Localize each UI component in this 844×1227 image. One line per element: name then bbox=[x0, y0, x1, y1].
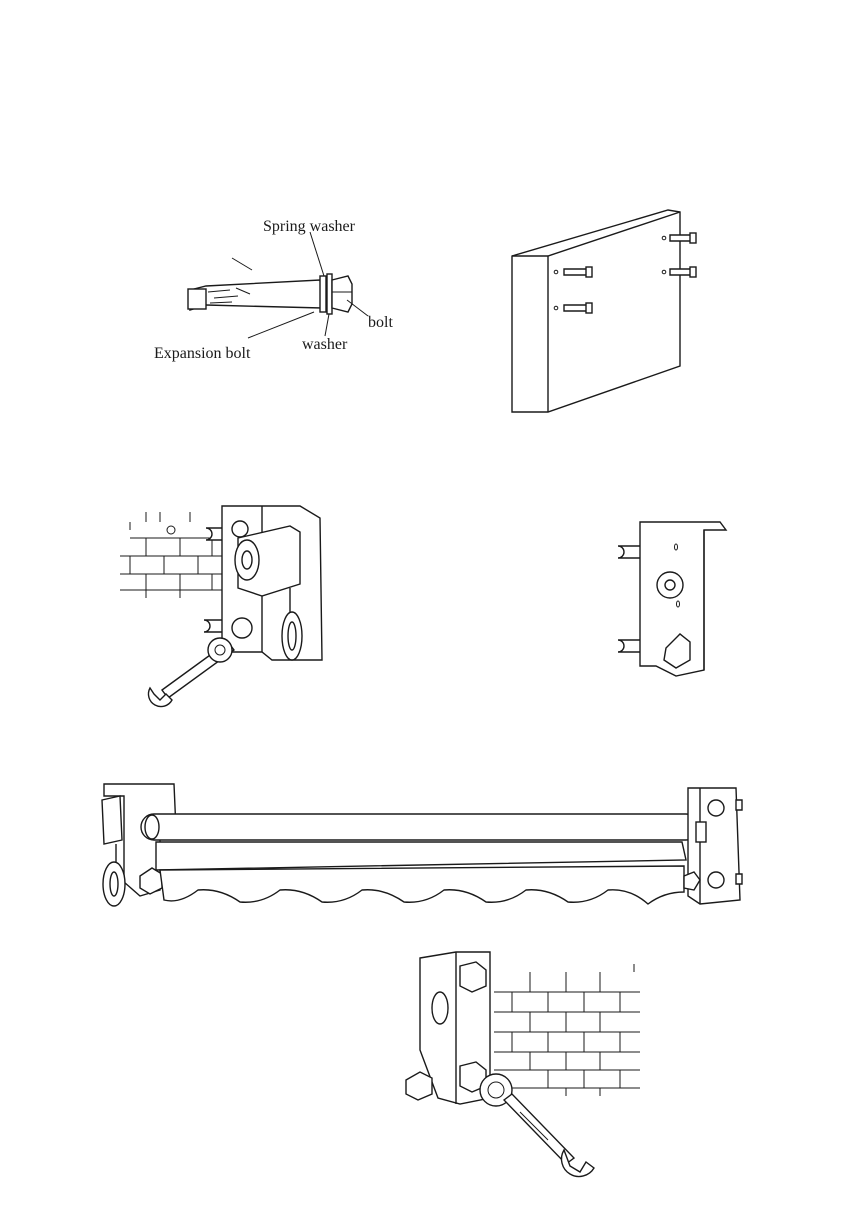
label-washer: washer bbox=[302, 336, 348, 353]
valance bbox=[160, 866, 684, 904]
brick-wall-icon bbox=[494, 964, 640, 1096]
hex-nut bbox=[406, 1072, 432, 1100]
wall-panel-figure bbox=[512, 210, 696, 412]
washer-part bbox=[327, 274, 332, 314]
front-bar bbox=[156, 842, 686, 870]
label-spring-washer: Spring washer bbox=[263, 218, 356, 235]
wrench-icon bbox=[148, 638, 234, 707]
wrench-icon bbox=[480, 1074, 594, 1176]
brick-wall-icon bbox=[120, 512, 226, 598]
label-bolt: bolt bbox=[368, 314, 393, 331]
bolt-tip bbox=[188, 289, 206, 309]
label-expansion-bolt: Expansion bolt bbox=[154, 345, 251, 362]
motor-housing bbox=[102, 796, 122, 844]
crank-eye bbox=[103, 862, 125, 906]
spring-washer-part bbox=[320, 276, 326, 312]
hex-nut bbox=[232, 521, 248, 537]
hex-nut bbox=[460, 962, 486, 992]
bracket-right-figure bbox=[618, 522, 726, 676]
awning-roller-icon bbox=[141, 814, 699, 840]
hex-nut bbox=[708, 872, 724, 888]
hex-nut bbox=[708, 800, 724, 816]
hex-nut bbox=[232, 618, 252, 638]
bolt-nut bbox=[332, 276, 352, 312]
expansion-bolt-figure: Spring washer bolt washer Expansion bolt bbox=[154, 218, 393, 362]
bracket-install-figure bbox=[120, 506, 322, 707]
bracket-tighten-figure bbox=[406, 952, 640, 1176]
awning-assembly-figure bbox=[102, 784, 742, 906]
bolt-sleeve bbox=[190, 280, 322, 310]
crank-eye bbox=[282, 612, 302, 660]
